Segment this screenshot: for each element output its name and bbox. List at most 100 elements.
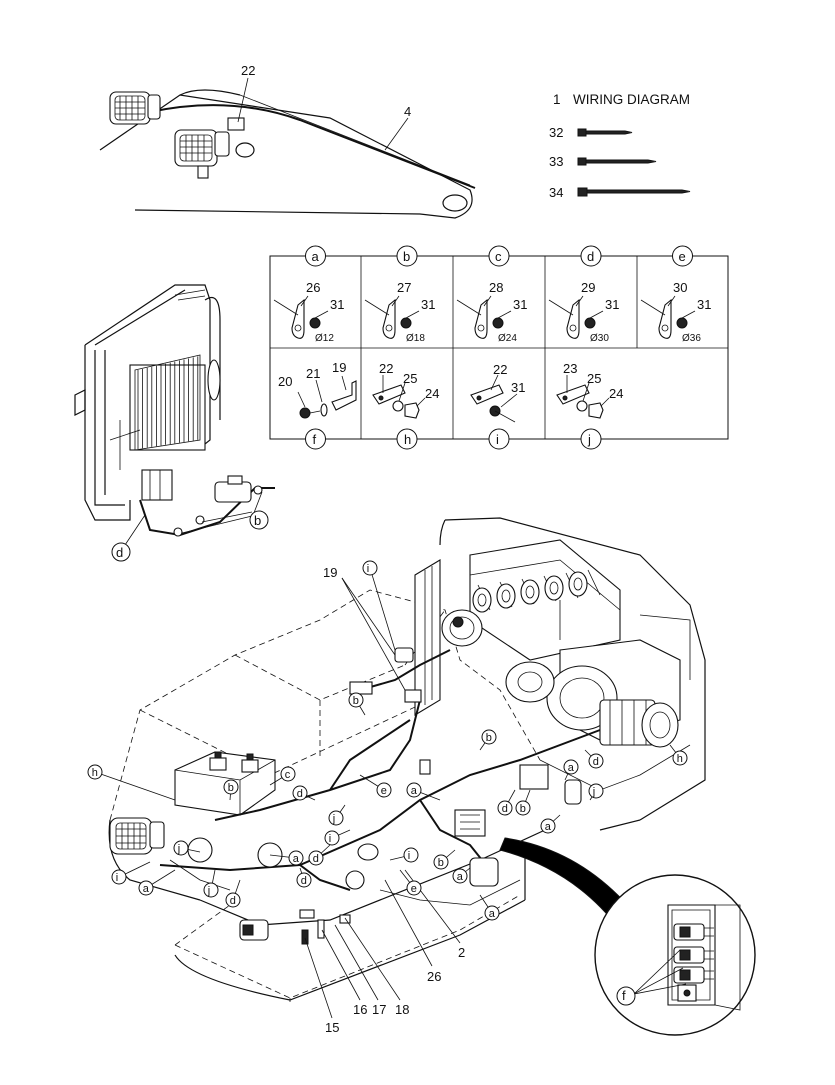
callout-18: 18 bbox=[395, 1002, 409, 1017]
letter-callout-text-a7: a bbox=[489, 908, 496, 920]
letter-callout-text-j2: j bbox=[332, 813, 335, 825]
letter-callout-text-a4: a bbox=[545, 821, 552, 833]
letter-callout-text-i1: i bbox=[367, 563, 369, 575]
clamp-i-part-22: 22 bbox=[493, 362, 507, 377]
letter-callout-text-a1: a bbox=[411, 785, 418, 797]
letter-callout-text-c1: c bbox=[285, 769, 291, 781]
letter-callout-text-b4: b bbox=[438, 857, 444, 869]
letter-callout-a5: a bbox=[563, 759, 579, 781]
letter-callout-a7: a bbox=[479, 894, 500, 921]
clamp-nut-a: 31 bbox=[330, 297, 344, 312]
letter-callout-i1: i bbox=[362, 560, 396, 651]
engine-cylinders bbox=[472, 571, 588, 613]
letter-callout-j2: j bbox=[328, 804, 346, 826]
letter-callout-j3: j bbox=[203, 869, 219, 898]
callout-15: 15 bbox=[325, 1020, 339, 1035]
cable-tie-32-icon bbox=[577, 128, 633, 137]
letter-callout-text-e1: e bbox=[381, 785, 387, 797]
letter-callout-a2: a bbox=[269, 850, 304, 866]
letter-callout-text-d4: d bbox=[301, 875, 307, 887]
radiator-core bbox=[134, 354, 201, 451]
clamp-letter-f: f bbox=[313, 432, 317, 447]
letter-callout-b3: b bbox=[223, 779, 239, 801]
cable-tie-34-icon bbox=[577, 187, 691, 197]
clamp-nut-c: 31 bbox=[513, 297, 527, 312]
letter-callout-b4: b bbox=[433, 849, 456, 870]
letter-callout-j1: j bbox=[173, 840, 201, 856]
legend: 1 WIRING DIAGRAM 32 33 34 bbox=[549, 92, 691, 200]
letter-callout-d4: d bbox=[296, 867, 312, 888]
legend-num-33: 33 bbox=[549, 154, 563, 169]
clamp-letter-b: b bbox=[403, 249, 410, 264]
letter-callout-text-i2: i bbox=[116, 872, 118, 884]
clamp-part-28: 28 bbox=[489, 280, 503, 295]
clamp-letter-i: i bbox=[496, 432, 499, 447]
clamp-part-26: 26 bbox=[306, 280, 320, 295]
letter-callout-d3: d bbox=[225, 879, 241, 908]
letter-callout-e1: e bbox=[359, 774, 392, 798]
front-work-lamp bbox=[109, 817, 165, 855]
clamp-part-29: 29 bbox=[581, 280, 595, 295]
letter-callout-text-d6: d bbox=[593, 756, 599, 768]
work-lamp-lower bbox=[174, 129, 230, 179]
work-lamp-upper bbox=[109, 91, 161, 125]
main-callouts: 19 2 26 15 16 17 18 bbox=[304, 565, 465, 1035]
clamp-letter-a: a bbox=[312, 249, 320, 264]
clamp-cell-f: f 20 21 19 bbox=[278, 360, 357, 450]
clamp-j-part-b: 25 bbox=[587, 371, 601, 386]
legend-label-wiring-diagram: WIRING DIAGRAM bbox=[573, 92, 690, 107]
clamp-diameter-b: Ø18 bbox=[406, 333, 425, 344]
clamp-f-part-21: 21 bbox=[306, 366, 320, 381]
clamp-h-part-c: 24 bbox=[425, 386, 439, 401]
clamp-cells: a2631Ø12b2731Ø18c2831Ø24d2931Ø30e3031Ø36… bbox=[273, 245, 711, 450]
radiator-callout-b: b bbox=[254, 513, 261, 528]
letter-callout-j4: j bbox=[588, 783, 604, 801]
letter-callout-a4: a bbox=[540, 814, 561, 834]
letter-callout-text-i4: i bbox=[408, 850, 410, 862]
letter-callout-b1: b bbox=[348, 692, 366, 716]
letter-callout-text-h1: h bbox=[92, 767, 98, 779]
clamp-letter-j: j bbox=[587, 432, 591, 447]
letter-callout-b2: b bbox=[479, 729, 497, 751]
cable-tie-33-icon bbox=[577, 157, 657, 166]
clamp-f-part-19: 19 bbox=[332, 360, 346, 375]
clamp-diameter-e: Ø36 bbox=[682, 333, 701, 344]
clamp-diameter-c: Ø24 bbox=[498, 333, 517, 344]
letter-callout-i4: i bbox=[389, 847, 419, 863]
inset-connectors bbox=[673, 923, 714, 1002]
letter-callout-text-d2: d bbox=[313, 853, 319, 865]
letter-callout-b5: b bbox=[515, 789, 531, 816]
detail-inset: f bbox=[499, 837, 756, 1036]
letter-callout-text-a2: a bbox=[293, 853, 300, 865]
letter-callout-text-b5: b bbox=[520, 803, 526, 815]
letter-callout-a3: a bbox=[138, 869, 176, 896]
letter-callout-text-a3: a bbox=[143, 883, 150, 895]
letter-callout-text-d5: d bbox=[502, 803, 508, 815]
detail-callout-f: f bbox=[622, 988, 626, 1003]
letter-callout-i2: i bbox=[111, 861, 151, 885]
letter-callout-text-e2: e bbox=[411, 883, 417, 895]
harness-connectors bbox=[187, 647, 582, 945]
letter-callout-d1: d bbox=[292, 785, 316, 801]
clamp-nut-d: 31 bbox=[605, 297, 619, 312]
engine-assembly bbox=[414, 539, 691, 748]
clamp-f-part-20: 20 bbox=[278, 374, 292, 389]
letter-callout-c1: c bbox=[269, 766, 296, 786]
callout-17: 17 bbox=[372, 1002, 386, 1017]
letter-callout-a1: a bbox=[406, 782, 441, 801]
clamp-j-part-a: 23 bbox=[563, 361, 577, 376]
clamp-nut-e: 31 bbox=[697, 297, 711, 312]
letter-callout-i3: i bbox=[324, 829, 351, 846]
letter-callout-e2: e bbox=[399, 869, 422, 896]
callout-22-boom: 22 bbox=[241, 63, 255, 78]
letter-callout-h2: h bbox=[669, 744, 688, 766]
